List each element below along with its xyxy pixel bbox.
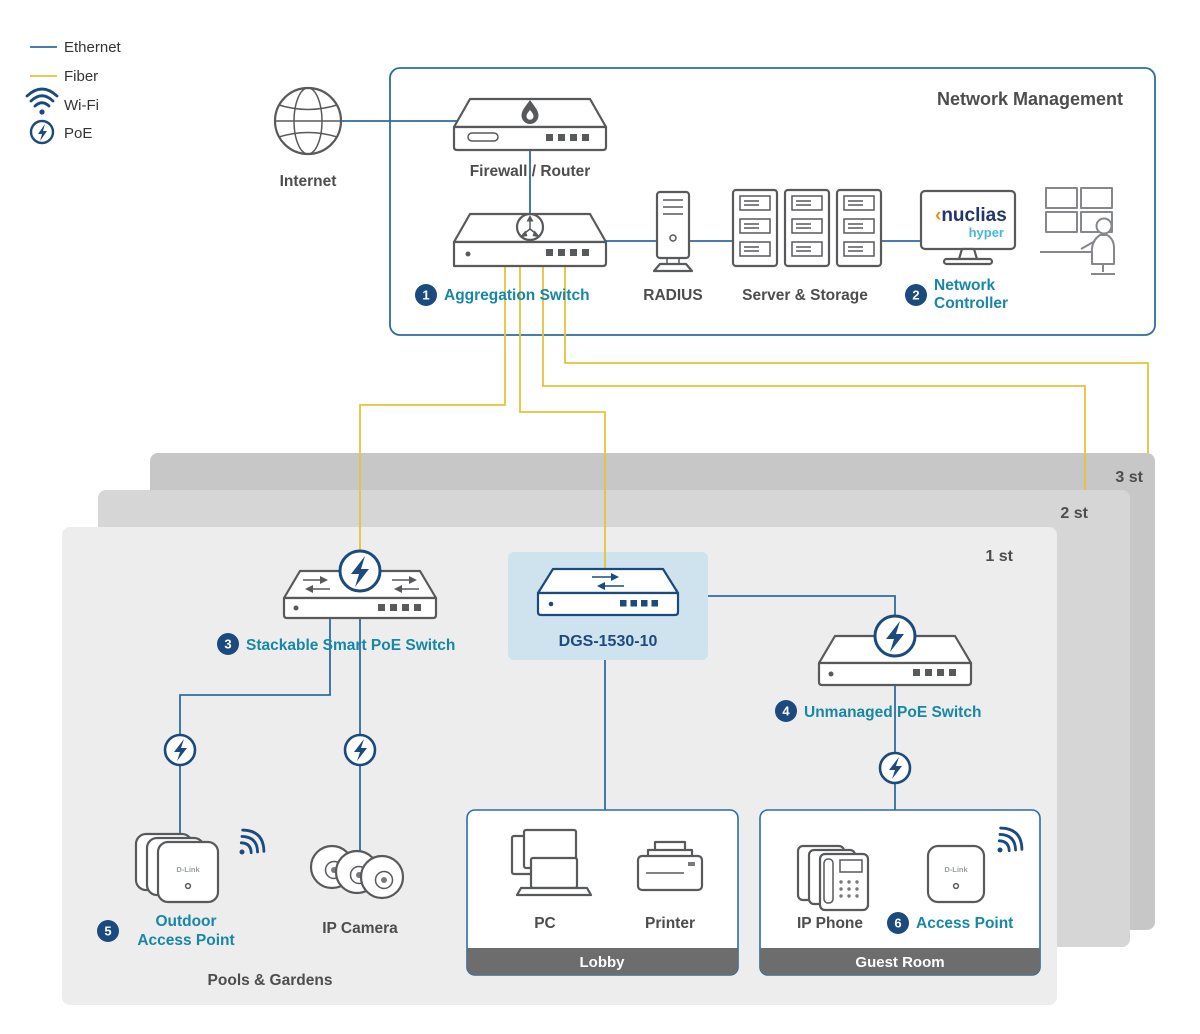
stackable-switch-number-badge: 3 — [217, 633, 239, 655]
guest-ap-number-badge: 6 — [887, 912, 909, 934]
outdoor-ap-label-line2: Access Point — [137, 932, 234, 949]
outdoor-access-point-icon: D-Link — [134, 828, 266, 904]
lobby-footer — [467, 948, 738, 975]
wifi-icon — [25, 87, 59, 115]
fiber-link-aggregation-floor2 — [542, 266, 1086, 490]
internet-label: Internet — [280, 173, 337, 190]
outdoor-ap-wifi-icon — [239, 828, 266, 855]
guest-ap-brand: D-Link — [944, 865, 968, 874]
aggregation-switch-label: Aggregation Switch — [444, 287, 590, 304]
guest-ap-icon: D-Link — [926, 826, 1024, 904]
ethernet-connections — [179, 120, 921, 856]
firewall-label: Firewall / Router — [470, 163, 591, 180]
internet-icon — [273, 86, 343, 156]
outdoor-ap-brand: D-Link — [176, 865, 200, 874]
unmanaged-switch-label: Unmanaged PoE Switch — [804, 704, 981, 721]
poe-badge-guestroom-line — [878, 751, 912, 785]
ethernet-link-stackable-outdoor-ap — [179, 618, 331, 840]
svg-text:‹nuclias: ‹nuclias — [935, 205, 1007, 226]
server-storage-label: Server & Storage — [742, 287, 868, 304]
ip-camera-icon — [309, 844, 405, 900]
stackable-switch-label: Stackable Smart PoE Switch — [246, 637, 455, 654]
operator-workstation-icon — [1040, 187, 1115, 275]
poe-badge-outdoor-line — [163, 733, 197, 767]
dgs-switch-icon — [536, 567, 680, 617]
network-controller-icon: ‹nuclias hyper — [919, 189, 1017, 266]
unmanaged-poe-switch-icon — [817, 614, 973, 687]
radius-label: RADIUS — [643, 287, 702, 304]
outdoor-ap-label-line1: Outdoor — [155, 913, 216, 930]
network-controller-number-badge: 2 — [905, 284, 927, 306]
firewall-icon — [452, 97, 608, 152]
printer-icon — [636, 840, 704, 892]
floor-3-label: 3 st — [1115, 469, 1143, 486]
fiber-link-aggregation-floor3 — [564, 266, 1149, 453]
network-controller-label-line1: Network — [934, 277, 996, 294]
svg-text:3: 3 — [224, 637, 231, 652]
svg-text:1: 1 — [422, 288, 429, 303]
svg-text:5: 5 — [104, 924, 111, 939]
nuclias-logo: ‹nuclias hyper — [935, 205, 1007, 240]
ip-phone-icon — [796, 844, 870, 912]
legend-fiber-label: Fiber — [64, 68, 98, 85]
printer-label: Printer — [645, 915, 695, 932]
network-management-title: Network Management — [937, 89, 1123, 109]
fiber-link-aggregation-stackable — [359, 266, 506, 558]
svg-text:4: 4 — [782, 704, 790, 719]
guest-ap-wifi-icon — [997, 826, 1024, 853]
poe-badge-stackable — [338, 549, 382, 593]
radius-server-icon — [652, 190, 694, 273]
svg-text:6: 6 — [894, 916, 901, 931]
guest-room-footer — [760, 948, 1040, 975]
floor-1-label: 1 st — [985, 548, 1013, 565]
fiber-link-aggregation-dgs — [519, 266, 606, 572]
ip-phone-label: IP Phone — [797, 915, 863, 932]
guest-room-title: Guest Room — [855, 954, 944, 971]
pc-label: PC — [534, 915, 556, 932]
poe-badge-unmanaged — [873, 614, 917, 658]
legend-poe-label: PoE — [64, 125, 92, 142]
ip-camera-label: IP Camera — [322, 920, 398, 937]
pc-icon — [510, 828, 593, 897]
svg-text:2: 2 — [912, 288, 919, 303]
legend-wifi-label: Wi-Fi — [64, 97, 99, 114]
svg-text:hyper: hyper — [969, 225, 1004, 240]
stack-arrows-icon — [303, 576, 419, 593]
aggregation-switch-icon — [452, 212, 608, 268]
network-controller-label-line2: Controller — [934, 295, 1008, 312]
server-storage-icon — [731, 188, 883, 268]
dgs-label: DGS-1530-10 — [559, 633, 658, 650]
legend: Ethernet Fiber Wi-Fi PoE — [25, 39, 122, 145]
outdoor-ap-number-badge: 5 — [97, 920, 119, 942]
lobby-title: Lobby — [580, 954, 626, 971]
aggregation-switch-number-badge: 1 — [415, 284, 437, 306]
unmanaged-switch-number-badge: 4 — [775, 700, 797, 722]
stackable-poe-switch-icon — [282, 549, 438, 620]
guest-ap-label: Access Point — [916, 915, 1013, 932]
pools-gardens-label: Pools & Gardens — [208, 972, 333, 989]
poe-icon — [29, 119, 55, 145]
floor-2-label: 2 st — [1060, 505, 1088, 522]
fiber-connections — [359, 266, 1149, 572]
ethernet-link-dgs-unmanaged — [708, 595, 896, 619]
legend-ethernet-label: Ethernet — [64, 39, 122, 56]
poe-badge-camera-line — [343, 733, 377, 767]
